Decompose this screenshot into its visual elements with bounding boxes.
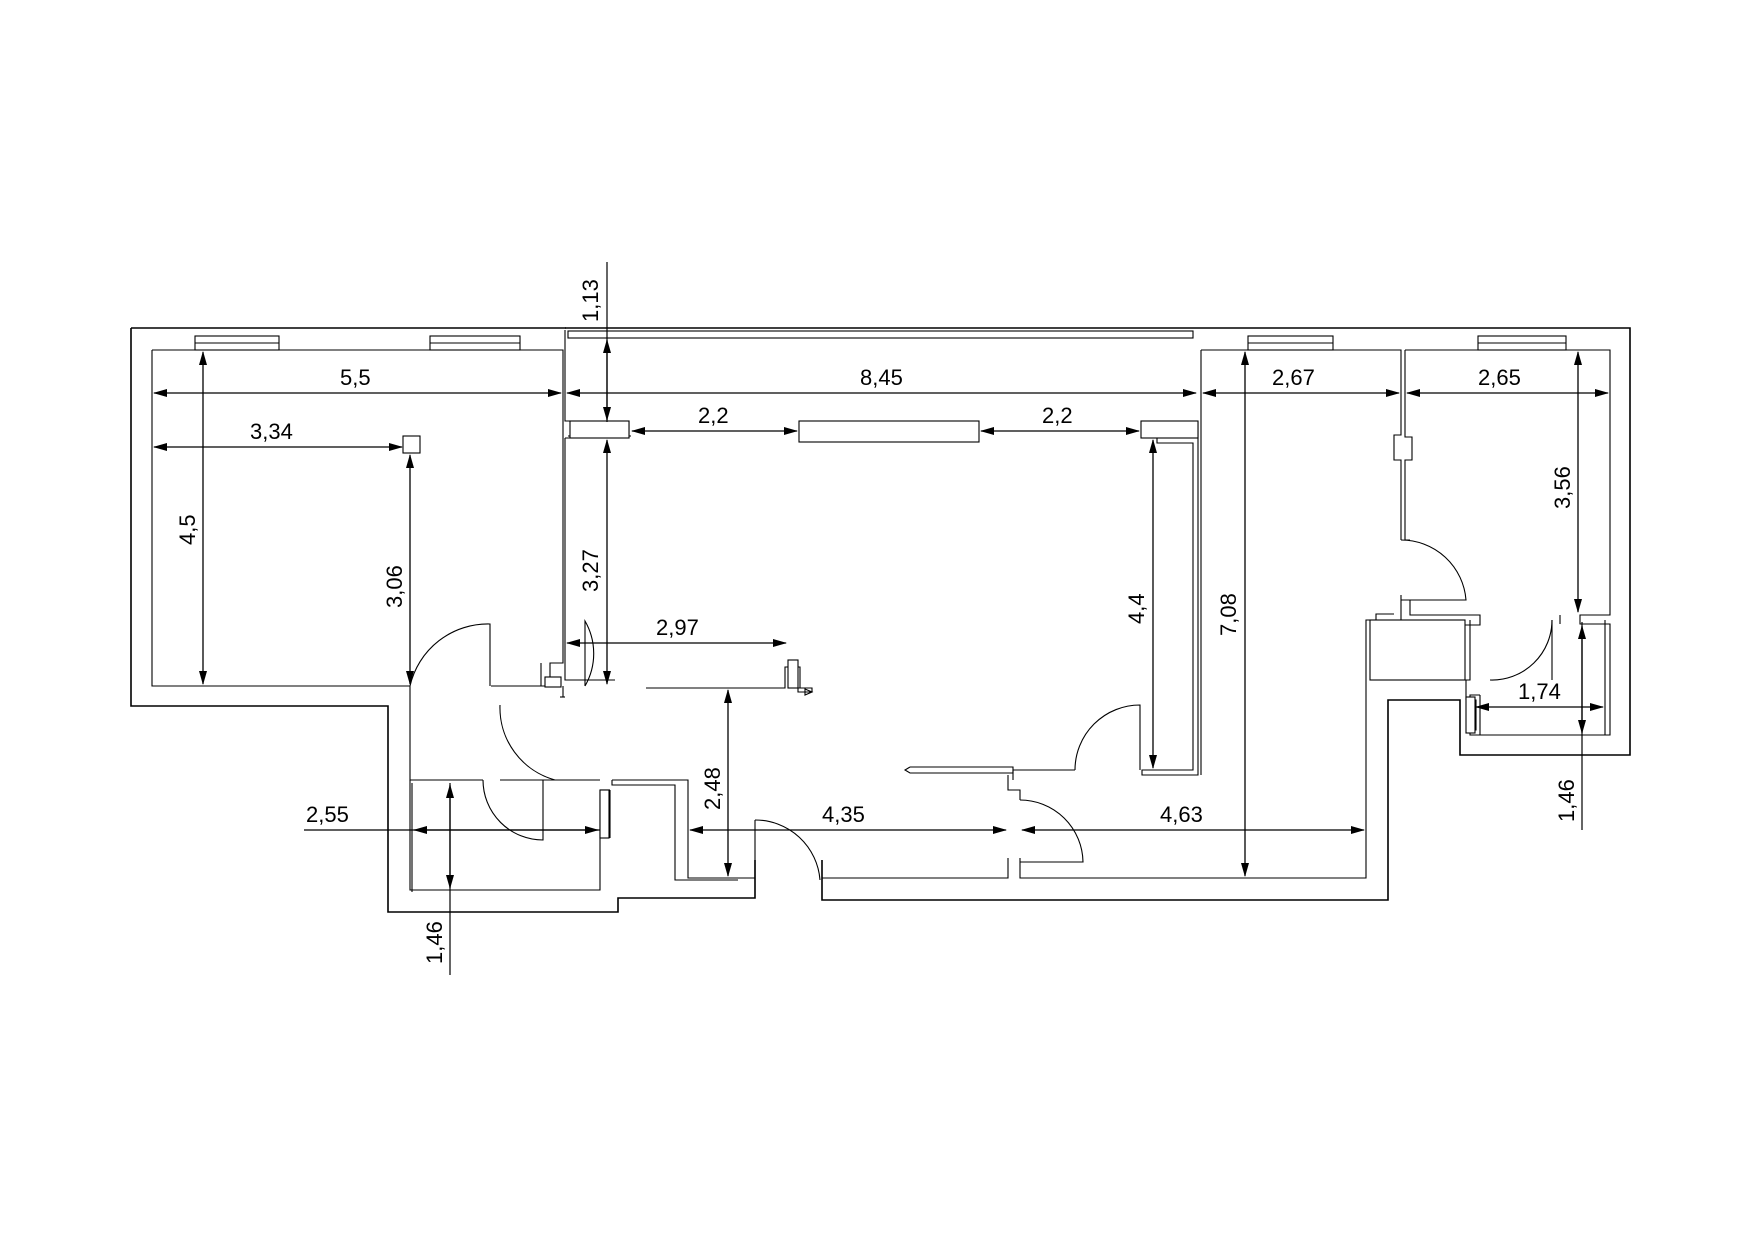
fixtures — [402, 420, 1466, 696]
dim-column-to-wall: 3,06 — [382, 565, 407, 608]
inner-walls — [151, 330, 1611, 892]
window-bath-left — [599, 789, 610, 839]
window-balcony — [567, 330, 1194, 339]
dim-living-left-depth: 3,27 — [578, 549, 603, 592]
dim-living-right-gap: 2,2 — [1042, 403, 1073, 428]
door-corridor — [499, 704, 556, 781]
dim-bath-right-width: 1,74 — [1518, 679, 1561, 704]
dim-living-left-gap: 2,2 — [698, 403, 729, 428]
dim-bath-left-width: 2,55 — [306, 802, 349, 827]
door-left-room — [409, 623, 491, 687]
dim-right-room1-width: 2,67 — [1272, 365, 1315, 390]
door-entrance — [754, 819, 821, 881]
dim-hall-width-right: 4,63 — [1160, 802, 1203, 827]
dim-left-room-width: 5,5 — [340, 365, 371, 390]
dim-right-room2-width: 2,65 — [1478, 365, 1521, 390]
door-living — [584, 618, 595, 687]
dim-corridor-depth: 2,48 — [700, 767, 725, 810]
outer-walls — [130, 327, 1631, 913]
dim-bath-left-depth: 1,46 — [422, 921, 447, 964]
dimension-labels: 1,13 5,5 3,34 4,5 3,06 8,45 2,2 2,2 3,27… — [175, 279, 1579, 964]
dim-total-depth-right: 7,08 — [1216, 593, 1241, 636]
dim-bath-right-depth: 1,46 — [1554, 779, 1579, 822]
dim-balcony-depth: 1,13 — [578, 279, 603, 322]
door-living-2 — [1074, 704, 1141, 771]
window-bath-right — [1465, 696, 1476, 734]
doors — [409, 539, 1553, 881]
door-right-room1 — [1400, 539, 1467, 601]
pillar-right — [1140, 420, 1199, 439]
dim-living-inner-wall: 2,97 — [656, 615, 699, 640]
dim-living-width: 8,45 — [860, 365, 903, 390]
door-bath-left — [482, 779, 544, 841]
dim-left-room-depth: 4,5 — [175, 514, 200, 545]
windows — [194, 330, 1567, 839]
dim-right-room2-depth: 3,56 — [1550, 466, 1575, 509]
pillar-left — [569, 420, 630, 439]
column — [402, 435, 421, 454]
dim-living-right-depth: 4,4 — [1124, 593, 1149, 624]
dimension-lines — [153, 262, 1609, 975]
sliding-panel — [798, 420, 980, 443]
vent — [787, 659, 799, 689]
dim-hall-width-left: 4,35 — [822, 802, 865, 827]
dim-left-room-to-column: 3,34 — [250, 419, 293, 444]
cabinet-right — [1369, 619, 1466, 681]
door-bath-right — [1489, 619, 1553, 681]
door-hall — [1019, 799, 1084, 863]
